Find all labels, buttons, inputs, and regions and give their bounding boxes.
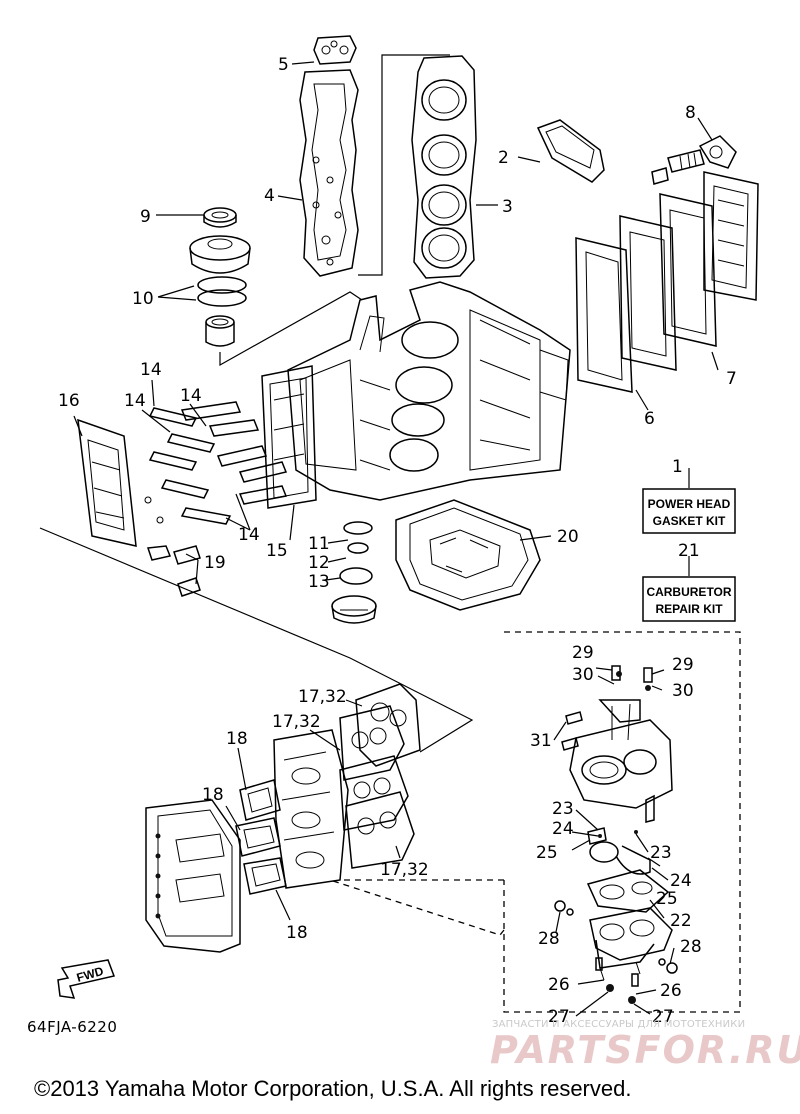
kit-power-head-line2: GASKET KIT — [653, 514, 726, 528]
part-19-gaskets — [144, 496, 201, 597]
part-17-32-gaskets — [339, 683, 421, 869]
callout-7: 7 — [726, 369, 737, 389]
callout-17-32b: 17,32 — [272, 712, 321, 732]
callout-3: 3 — [502, 197, 513, 217]
part-5-gasket — [313, 35, 357, 65]
parts-11-13-seals — [331, 521, 377, 624]
kit-carburetor-line2: REPAIR KIT — [655, 602, 723, 616]
part-9-seal — [203, 207, 237, 228]
part-7-exhaust-cover — [703, 171, 759, 301]
carb-plate — [273, 729, 349, 889]
watermark-caption: ЗАПЧАСТИ И АКСЕССУАРЫ ДЛЯ МОТОТЕХНИКИ — [492, 1019, 746, 1030]
callout-20: 20 — [557, 527, 579, 547]
callout-29a: 29 — [572, 643, 594, 663]
callout-29b: 29 — [672, 655, 694, 675]
carburetor-body — [561, 665, 673, 823]
callout-18a: 18 — [226, 729, 248, 749]
part-6-gasket — [575, 237, 633, 393]
bearing-leader-line — [219, 291, 363, 367]
diagram-code: 64FJA-6220 — [27, 1018, 118, 1036]
callout-23a: 23 — [552, 799, 574, 819]
part-14-reed-valves — [148, 401, 288, 525]
callout-26a: 26 — [548, 975, 570, 995]
callout-10: 10 — [132, 289, 154, 309]
callout-30b: 30 — [672, 681, 694, 701]
bearing — [205, 315, 235, 347]
callout-14b: 14 — [124, 391, 146, 411]
callout-28b: 28 — [680, 937, 702, 957]
part-18-gaskets — [235, 779, 287, 895]
callout-19: 19 — [204, 553, 226, 573]
callout-28a: 28 — [538, 929, 560, 949]
callout-8: 8 — [685, 103, 696, 123]
callout-17-32c: 17,32 — [380, 860, 429, 880]
part-10-housing — [189, 235, 251, 307]
callout-25a: 25 — [536, 843, 558, 863]
callout-5: 5 — [278, 55, 289, 75]
part-15-plate — [261, 365, 317, 509]
callout-14a: 14 — [140, 360, 162, 380]
part-3-head-gasket — [411, 55, 477, 279]
kit-box-carburetor: CARBURETOR REPAIR KIT — [642, 576, 736, 622]
watermark-logo: PARTSFOR.RU — [490, 1028, 800, 1072]
callout-9: 9 — [140, 207, 151, 227]
callout-25b: 25 — [656, 889, 678, 909]
group-bracket-line — [358, 54, 450, 276]
callout-14c: 14 — [180, 386, 202, 406]
left-group-line — [39, 527, 474, 753]
part-6-plate — [619, 215, 677, 371]
callout-27b: 27 — [652, 1007, 674, 1027]
callout-18b: 18 — [202, 785, 224, 805]
fwd-arrow-icon: FWD — [57, 959, 116, 999]
float-bowl — [589, 907, 673, 981]
callout-1: 1 — [672, 457, 683, 477]
callout-23b: 23 — [650, 843, 672, 863]
callout-24a: 24 — [552, 819, 574, 839]
callout-11: 11 — [308, 534, 330, 554]
callout-15: 15 — [266, 541, 288, 561]
callout-13: 13 — [308, 572, 330, 592]
kit-box-power-head: POWER HEAD GASKET KIT — [642, 488, 736, 534]
callout-2: 2 — [498, 148, 509, 168]
kit-carburetor-line1: CARBURETOR — [646, 585, 731, 599]
drain-screws — [554, 671, 678, 1004]
callout-21: 21 — [678, 541, 700, 561]
callout-30a: 30 — [572, 665, 594, 685]
callout-16: 16 — [58, 391, 80, 411]
callout-labels: 1 2 3 4 5 6 7 8 9 10 11 12 13 14 14 14 1… — [58, 55, 737, 1027]
callout-22: 22 — [670, 911, 692, 931]
callout-24b: 24 — [670, 871, 692, 891]
carburetor-floats — [587, 827, 651, 875]
part-20-gasket — [395, 499, 541, 611]
callout-6: 6 — [644, 409, 655, 429]
part-4-gasket — [299, 69, 359, 277]
part-8-fitting — [651, 135, 737, 185]
callout-18c: 18 — [286, 923, 308, 943]
leader-lines — [73, 61, 719, 1017]
kit-power-head-line1: POWER HEAD — [648, 497, 731, 511]
part-7-gasket — [659, 193, 717, 347]
copyright-notice: ©2013 Yamaha Motor Corporation, U.S.A. A… — [34, 1076, 632, 1101]
callout-26b: 26 — [660, 981, 682, 1001]
part-16-gasket — [77, 418, 137, 547]
callout-14d: 14 — [238, 525, 260, 545]
part-2-gasket — [536, 119, 605, 183]
callout-17-32a: 17,32 — [298, 687, 347, 707]
carburetor-group-box — [329, 631, 741, 1013]
callout-4: 4 — [264, 186, 275, 206]
part-22-gasket — [586, 869, 670, 913]
callout-12: 12 — [308, 553, 330, 573]
callout-27a: 27 — [548, 1007, 570, 1027]
callout-31: 31 — [530, 731, 552, 751]
power-head-block — [287, 281, 571, 501]
silencer-cover — [145, 799, 241, 953]
